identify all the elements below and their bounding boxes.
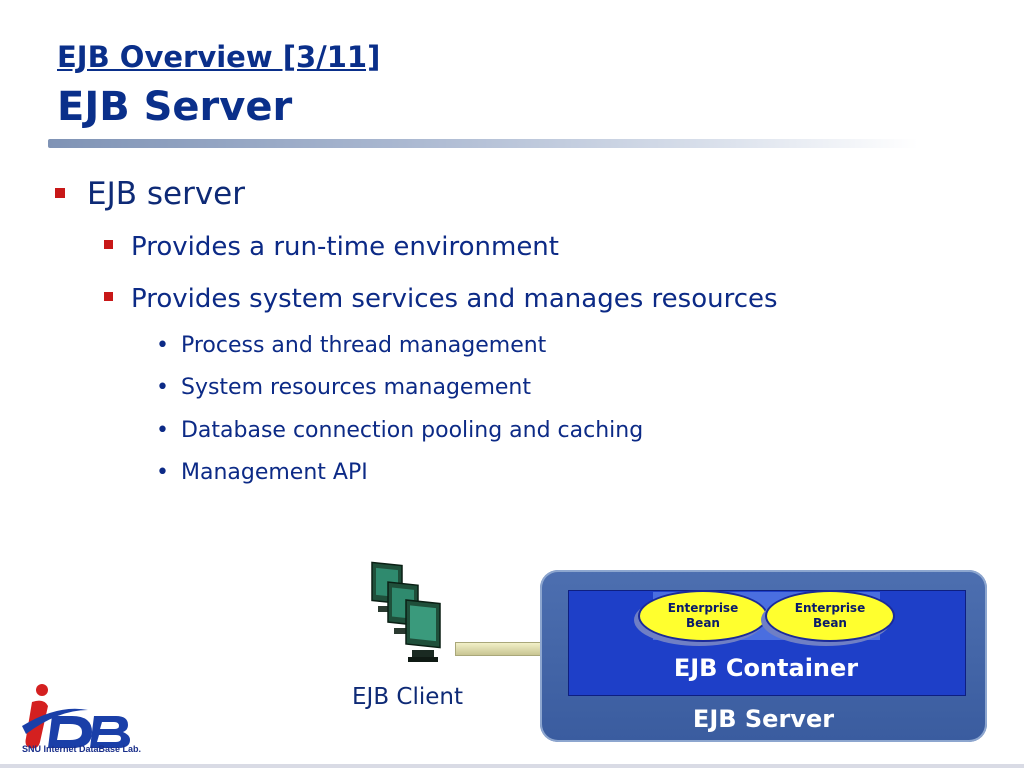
bullet-level1: EJB server [55,176,245,212]
slide-subtitle: EJB Server [57,84,293,130]
bullet-level3: • Process and thread management [156,333,546,358]
client-server-connector [455,642,545,656]
bullet-text: Database connection pooling and caching [180,418,644,443]
bullet-level2: Provides system services and manages res… [104,284,778,314]
bean-label-line1: Enterprise [794,601,866,615]
footer-line [0,764,1024,768]
ejb-server-label: EJB Server [692,705,835,733]
bullet-level3: • Management API [156,460,368,485]
idb-logo [22,684,130,749]
dot-bullet-icon: • [156,333,169,358]
bullet-text: System resources management [180,375,531,400]
dot-bullet-icon: • [156,375,169,400]
bullet-text: Management API [180,460,368,485]
ejb-container-label: EJB Container [673,654,859,682]
square-bullet-icon [55,187,65,198]
bean-label-line1: Enterprise [667,601,739,615]
computers-icon [371,561,441,662]
slide-title: EJB Overview [3/11] [57,40,381,74]
square-bullet-icon [104,240,113,249]
bullet-level3: • System resources management [156,375,531,400]
bullet-level3: • Database connection pooling and caching [156,418,643,443]
ejb-client-label: EJB Client [352,684,463,710]
dot-bullet-icon: • [156,460,169,485]
dot-bullet-icon: • [156,418,169,443]
bullet-text: Provides a run-time environment [131,232,559,262]
bullet-text: EJB server [87,176,245,212]
title-divider [48,139,918,148]
logo-caption: SNU Internet DataBase Lab. [22,744,142,754]
bean-label-line2: Bean [813,616,847,630]
enterprise-bean-2: Enterprise Bean [765,590,895,642]
bullet-level2: Provides a run-time environment [104,232,559,262]
bullet-text: Provides system services and manages res… [131,284,778,314]
bullet-text: Process and thread management [180,333,547,358]
enterprise-bean-1: Enterprise Bean [638,590,768,642]
bean-label-line2: Bean [686,616,720,630]
square-bullet-icon [104,292,113,301]
